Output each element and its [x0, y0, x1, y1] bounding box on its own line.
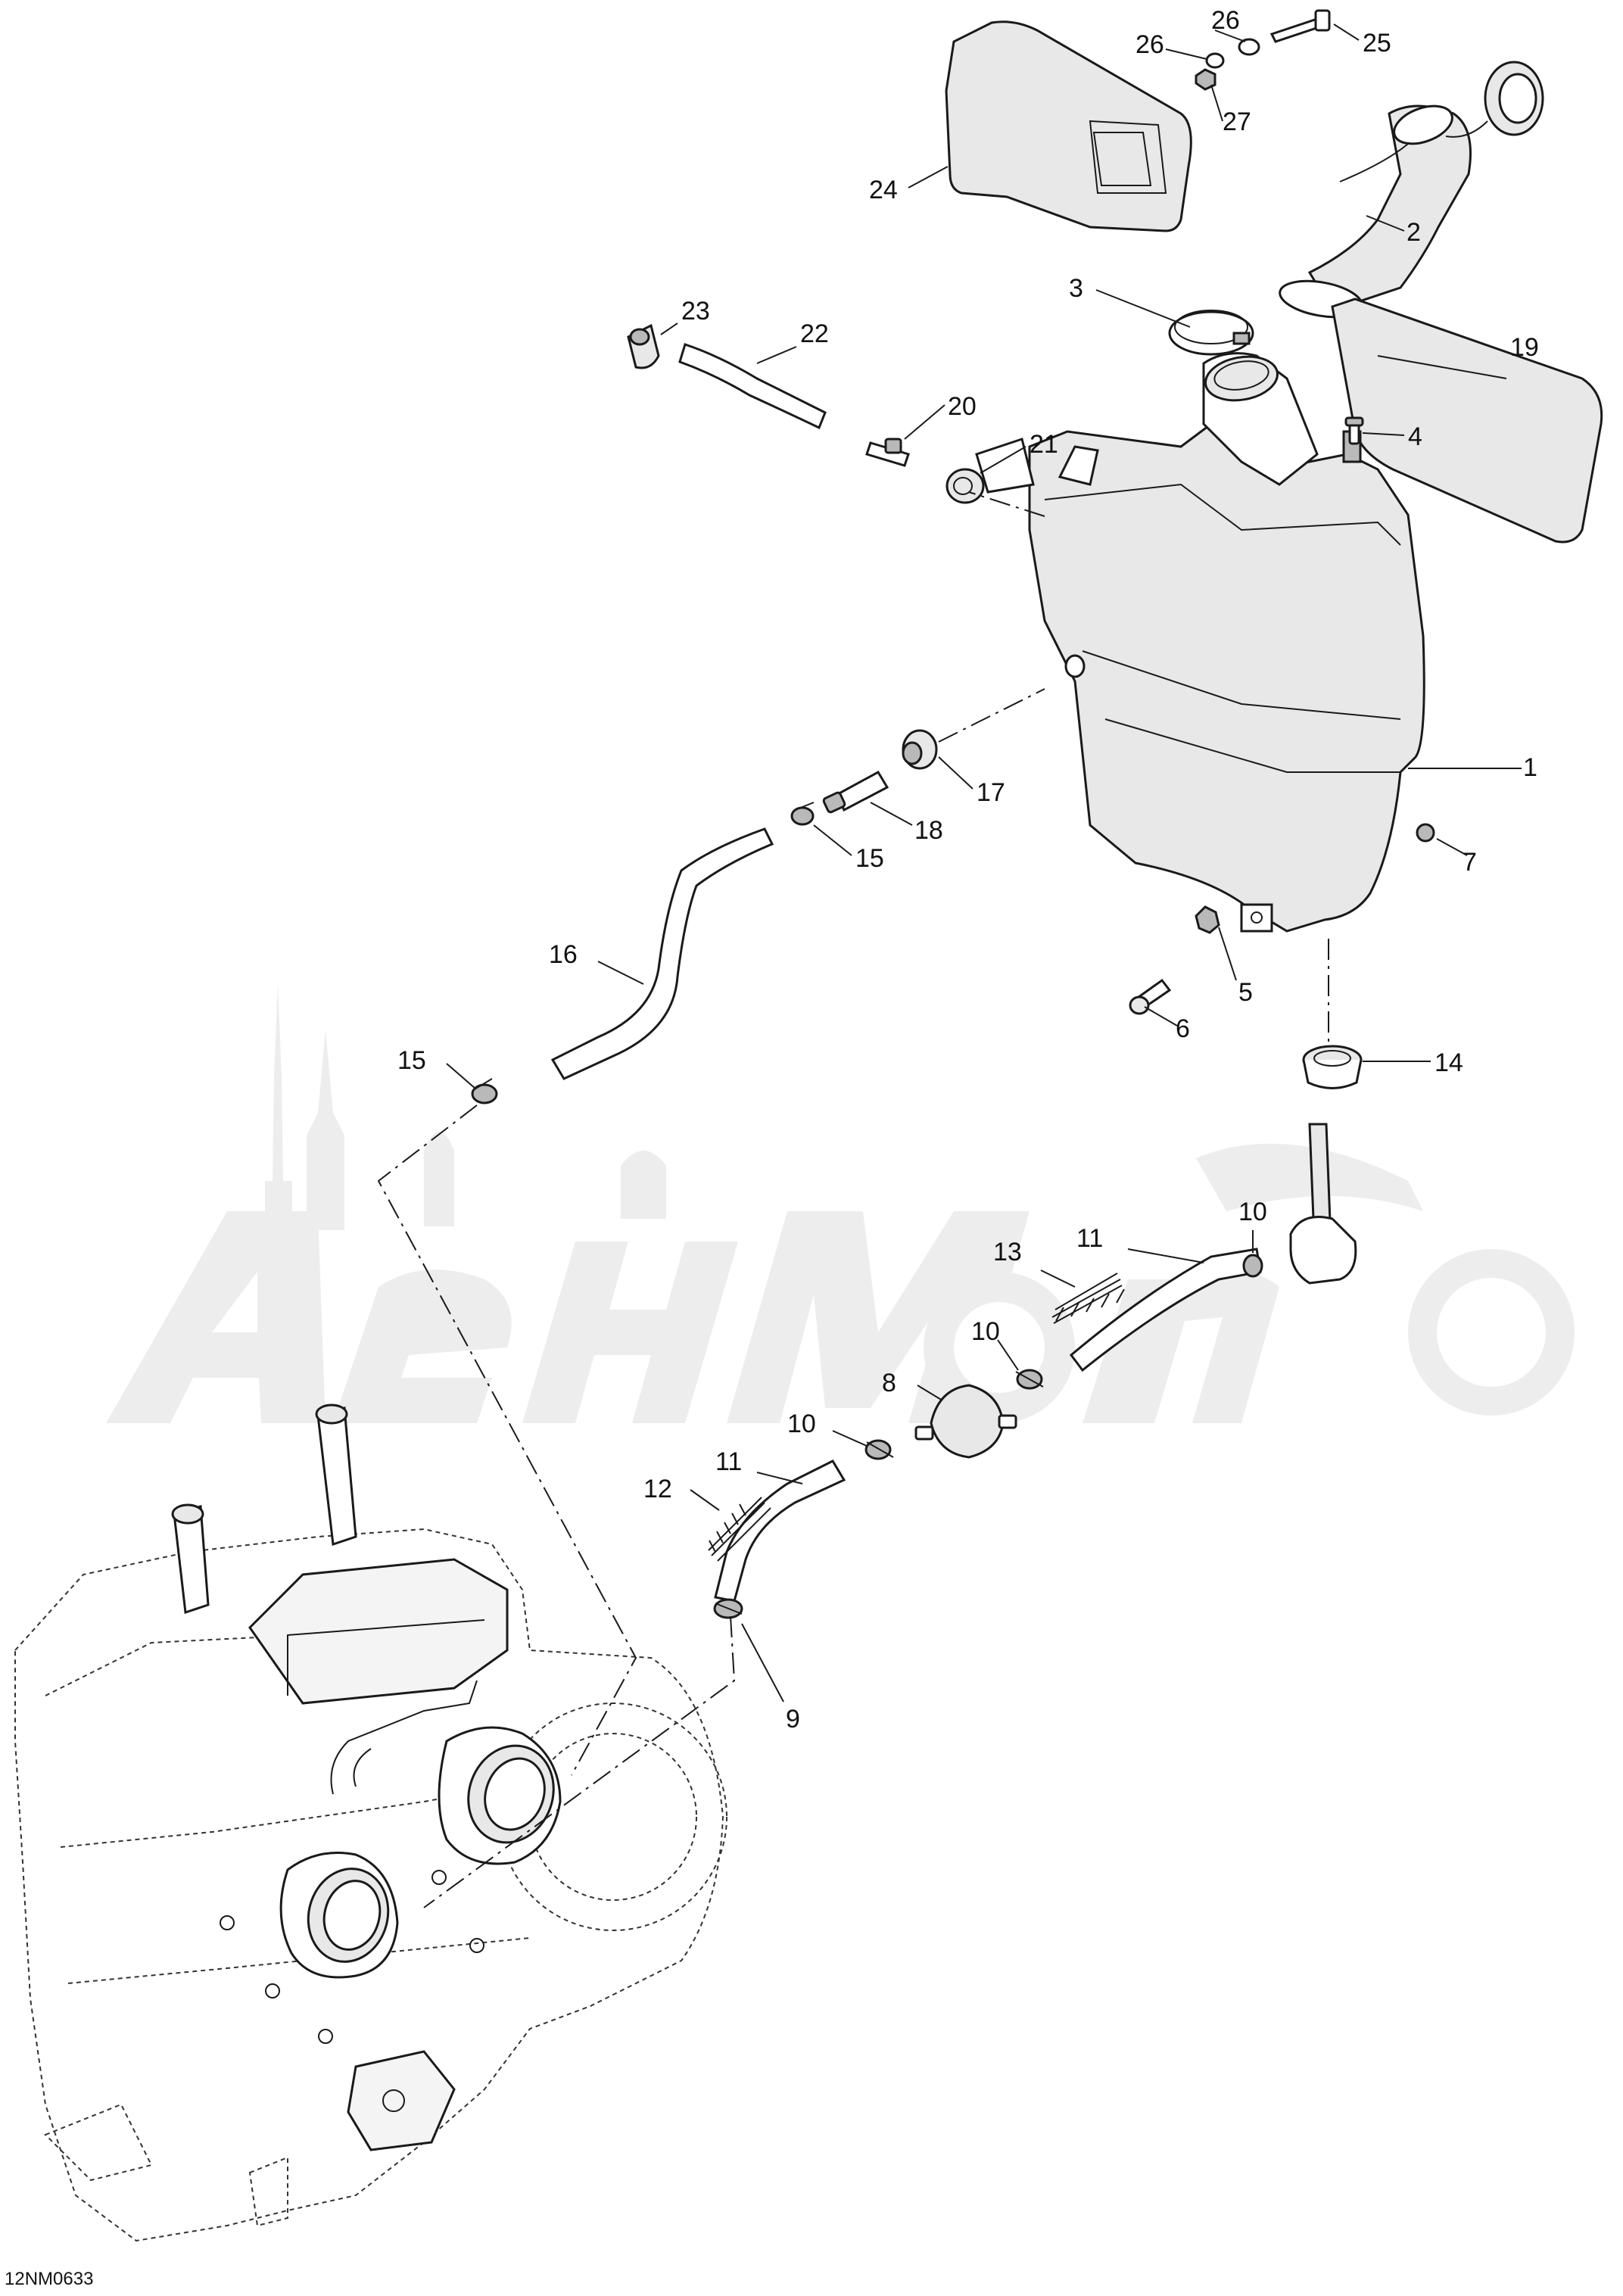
star-washer-5 — [1195, 905, 1220, 934]
filler-cap-2 — [1445, 61, 1544, 138]
callout-14: 14 — [1435, 1048, 1463, 1077]
clip-7 — [1416, 823, 1435, 843]
intake-flange-rear — [438, 1726, 562, 1865]
spring-13 — [1051, 1273, 1125, 1324]
screw-4 — [1344, 416, 1364, 445]
intake-flange-front — [279, 1852, 399, 1979]
filter-8 — [914, 1384, 1017, 1459]
alignment-lines — [377, 491, 1329, 1908]
callout-2: 2 — [1406, 218, 1421, 247]
callout-7: 7 — [1463, 848, 1477, 877]
engine-ghost — [14, 1403, 727, 2242]
callout-21: 21 — [1030, 430, 1058, 459]
clamp-10a — [1242, 1254, 1263, 1278]
grommet-17 — [902, 729, 938, 770]
oil-hose-16 — [550, 827, 774, 1080]
callout-11b: 11 — [715, 1447, 742, 1476]
callout-10a: 10 — [1238, 1198, 1267, 1226]
washer-26b — [1205, 52, 1225, 69]
callout-24: 24 — [869, 176, 898, 204]
callout-10c: 10 — [787, 1410, 816, 1438]
callout-8: 8 — [882, 1369, 896, 1397]
callout-25: 25 — [1363, 29, 1391, 58]
callout-13: 13 — [993, 1238, 1022, 1266]
callout-12: 12 — [643, 1475, 672, 1503]
callout-15b: 15 — [397, 1046, 426, 1075]
callout-9: 9 — [786, 1705, 800, 1734]
injection-line-right — [1289, 1123, 1357, 1285]
callout-labels: 1 2 3 4 5 6 7 8 9 10 10 10 11 11 12 13 1… — [397, 6, 1539, 1734]
callout-11a: 11 — [1076, 1224, 1103, 1253]
callout-15a: 15 — [855, 844, 884, 873]
clamp-10b — [1015, 1369, 1044, 1390]
clamp-15a — [790, 802, 815, 826]
callout-26b: 26 — [1135, 30, 1164, 59]
callout-26a: 26 — [1211, 6, 1240, 35]
oil-tank-1 — [975, 352, 1425, 933]
diagram-code: 12NM0633 — [5, 2269, 94, 2289]
callout-23: 23 — [681, 297, 710, 326]
callout-17: 17 — [977, 778, 1005, 807]
screw-25 — [1269, 9, 1331, 43]
screw-6 — [1129, 978, 1172, 1015]
callout-16: 16 — [549, 940, 578, 969]
clamp-10c — [864, 1439, 894, 1460]
vent-hose-22 — [678, 343, 827, 430]
callout-4: 4 — [1408, 422, 1422, 451]
fitting-18 — [822, 770, 889, 814]
callout-6: 6 — [1176, 1014, 1190, 1043]
leader-lines — [446, 23, 1522, 1703]
washer-26a — [1238, 38, 1260, 56]
callout-10b: 10 — [971, 1317, 1000, 1346]
clamp-9 — [713, 1598, 743, 1619]
callout-3: 3 — [1069, 274, 1083, 303]
callout-27: 27 — [1223, 107, 1251, 136]
callout-1: 1 — [1523, 753, 1537, 782]
nut-27 — [1195, 68, 1216, 91]
grommet-14 — [1302, 1045, 1363, 1089]
callout-5: 5 — [1238, 978, 1253, 1007]
clamp-3 — [1168, 310, 1254, 356]
callout-19: 19 — [1510, 333, 1539, 362]
callout-22: 22 — [800, 319, 829, 348]
hose-11-lower — [714, 1460, 846, 1603]
clamp-15b — [471, 1078, 498, 1104]
callout-20: 20 — [948, 392, 977, 421]
spring-12 — [708, 1497, 771, 1562]
heat-shield-24 — [945, 20, 1192, 232]
check-valve-23 — [627, 323, 660, 369]
callout-18: 18 — [914, 816, 943, 845]
fitting-20 — [865, 438, 910, 467]
filler-neck-2 — [1279, 104, 1472, 319]
grommet-21 — [945, 468, 985, 504]
